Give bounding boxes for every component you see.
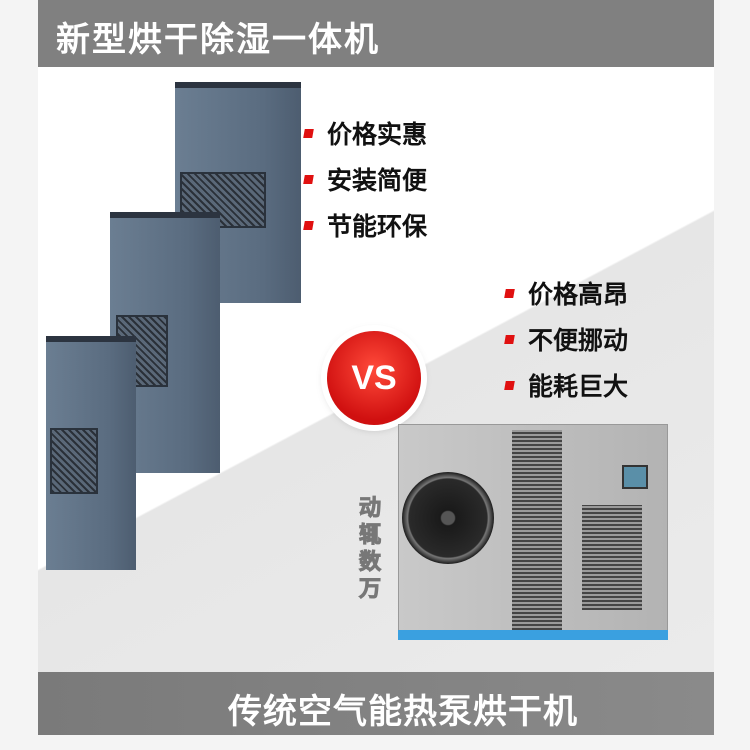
pro-item: 价格实惠 — [303, 110, 427, 156]
bottom-banner: 传统空气能热泵烘干机 — [38, 672, 714, 735]
vs-badge: VS — [327, 331, 421, 425]
bullet-icon — [303, 220, 314, 230]
bullet-icon — [303, 174, 314, 184]
pros-list: 价格实惠 安装简便 节能环保 — [303, 110, 427, 248]
bottom-title: 传统空气能热泵烘干机 — [228, 692, 578, 732]
bullet-icon — [303, 128, 314, 138]
con-item: 不便挪动 — [504, 316, 628, 362]
top-banner: 新型烘干除湿一体机 — [38, 0, 714, 67]
bullet-icon — [504, 334, 515, 344]
con-item: 能耗巨大 — [504, 362, 628, 408]
bullet-icon — [504, 380, 515, 390]
top-title: 新型烘干除湿一体机 — [56, 20, 380, 60]
cons-list: 价格高昂 不便挪动 能耗巨大 — [504, 270, 628, 408]
con-item: 价格高昂 — [504, 270, 628, 316]
fan-icon — [402, 472, 494, 564]
price-note: 动辄数万 — [358, 496, 381, 603]
bullet-icon — [504, 288, 515, 298]
pro-item: 节能环保 — [303, 202, 427, 248]
pro-item: 安装简便 — [303, 156, 427, 202]
